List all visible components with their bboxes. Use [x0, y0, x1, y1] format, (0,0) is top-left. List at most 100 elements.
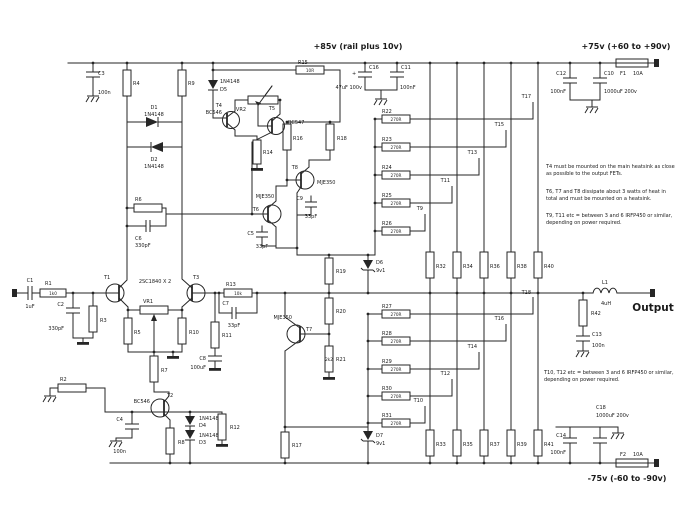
svg-text:1N4148: 1N4148	[220, 79, 240, 85]
svg-text:R4: R4	[133, 81, 140, 87]
cap-C16	[358, 71, 372, 78]
svg-text:33pF: 33pF	[305, 214, 318, 220]
svg-text:4uH: 4uH	[601, 301, 611, 307]
svg-text:R6: R6	[135, 197, 142, 203]
svg-text:1000uF 200v: 1000uF 200v	[596, 413, 629, 419]
svg-text:R24: R24	[382, 165, 392, 171]
svg-text:T15: T15	[494, 122, 504, 128]
svg-text:R25: R25	[382, 193, 392, 199]
svg-text:1k0: 1k0	[49, 291, 57, 296]
resistor-R1	[39, 288, 67, 298]
inductor-L1-coil	[592, 287, 618, 294]
transistor-T3	[186, 283, 206, 303]
ground-bar-icon	[216, 444, 228, 447]
svg-text:100nF: 100nF	[550, 450, 566, 456]
svg-text:R13: R13	[226, 282, 236, 288]
mosfet-T10	[424, 403, 431, 421]
cap-C8	[208, 355, 222, 362]
svg-text:100nF: 100nF	[400, 85, 416, 91]
svg-text:10R: 10R	[306, 68, 314, 73]
transistor-T6	[262, 204, 282, 224]
svg-text:T3: T3	[192, 275, 199, 281]
mosfet-T13	[478, 155, 485, 173]
cap-C18	[593, 437, 607, 444]
svg-text:C3: C3	[98, 71, 105, 77]
svg-text:C8: C8	[199, 356, 206, 362]
svg-text:C9: C9	[296, 196, 303, 202]
svg-text:R5: R5	[134, 330, 141, 336]
svg-text:33pF: 33pF	[228, 323, 241, 329]
resistor-R6	[133, 203, 163, 213]
svg-text:100n: 100n	[98, 90, 111, 96]
ground-bar-icon	[323, 377, 335, 380]
transistors	[105, 111, 315, 418]
mosfet-T15	[505, 127, 512, 145]
svg-text:270R: 270R	[391, 117, 402, 122]
note-upper-fets: T9, T11 etc = between 3 and 6 IRFP450 or…	[546, 213, 673, 226]
svg-text:BC546: BC546	[134, 399, 150, 405]
rail-neg-label: -75v (-60 to -90v)	[588, 474, 667, 483]
svg-text:R8: R8	[178, 440, 185, 446]
svg-text:T5: T5	[268, 106, 275, 112]
resistor-R11	[210, 321, 220, 349]
svg-text:10A: 10A	[633, 71, 643, 77]
cap-C6	[145, 220, 151, 232]
svg-text:1N4148: 1N4148	[144, 164, 164, 170]
svg-text:R16: R16	[293, 136, 303, 142]
cap-C10	[593, 77, 607, 84]
input-terminal	[12, 289, 17, 297]
capacitor-plates	[27, 71, 607, 444]
svg-text:T9: T9	[416, 206, 423, 212]
svg-text:R28: R28	[382, 331, 392, 337]
resistor-R30	[381, 391, 411, 401]
svg-text:2k2: 2k2	[325, 357, 333, 362]
rail-pos-label: +75v (+60 to +90v)	[582, 42, 671, 51]
pot-arrows	[151, 85, 273, 321]
resistor-R23	[381, 142, 411, 152]
cap-C13	[576, 335, 590, 342]
vr1-wiper-arrow	[151, 314, 157, 321]
svg-text:C12: C12	[556, 71, 566, 77]
svg-text:330pF: 330pF	[48, 326, 64, 332]
transistor-T7	[286, 324, 306, 344]
svg-text:1N4148: 1N4148	[199, 416, 219, 422]
svg-text:R35: R35	[463, 442, 473, 448]
resistor-R7	[149, 355, 159, 383]
svg-text:R3: R3	[100, 318, 107, 324]
neg-rail-terminal	[654, 459, 659, 467]
svg-text:R15: R15	[298, 60, 308, 66]
svg-text:R41: R41	[544, 442, 554, 448]
resistor-R39	[506, 429, 516, 457]
transistor-T8	[295, 170, 315, 190]
svg-text:C11: C11	[401, 65, 411, 71]
resistor-R22	[381, 114, 411, 124]
svg-text:T8: T8	[291, 165, 298, 171]
svg-text:C4: C4	[116, 417, 123, 423]
svg-text:1000uF 200v: 1000uF 200v	[604, 89, 637, 95]
fuses-terminals	[12, 58, 659, 468]
svg-text:R30: R30	[382, 386, 392, 392]
svg-text:10A: 10A	[633, 452, 643, 458]
svg-text:MJE350: MJE350	[274, 315, 293, 321]
diode-D1	[146, 117, 158, 127]
resistor-R15	[295, 65, 325, 75]
svg-text:270R: 270R	[391, 173, 402, 178]
resistor-R13	[223, 288, 253, 298]
svg-text:R40: R40	[544, 264, 554, 270]
svg-text:R23: R23	[382, 137, 392, 143]
cap-C5	[256, 231, 268, 238]
svg-text:270R: 270R	[391, 339, 402, 344]
resistor-R34	[452, 251, 462, 279]
resistor-R27	[381, 309, 411, 319]
resistor-R31	[381, 418, 411, 428]
svg-text:T1: T1	[103, 275, 110, 281]
svg-text:VR1: VR1	[143, 299, 153, 305]
diodes	[146, 80, 376, 444]
svg-text:T10: T10	[413, 398, 423, 404]
pot-VR1	[139, 305, 169, 315]
svg-text:270R: 270R	[391, 394, 402, 399]
resistor-R20	[324, 297, 334, 325]
resistor-R21	[324, 345, 334, 373]
svg-text:R12: R12	[230, 425, 240, 431]
